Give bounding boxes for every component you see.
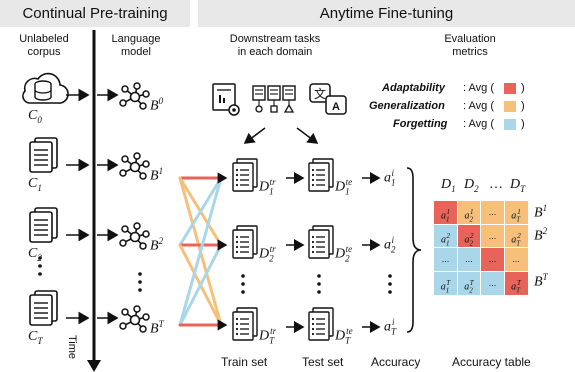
accuracy-symbol-1: a1i [384, 168, 396, 188]
corpus-doc-icon-1 [29, 137, 58, 173]
svg-text:文: 文 [314, 86, 326, 101]
model-symbol-0: B0 [150, 96, 164, 114]
accuracy-symbol-3: aTi [384, 317, 397, 337]
model-symbol-2: B2 [150, 236, 164, 254]
model-ellipsis [138, 272, 142, 292]
corpus-doc-icon-2 [29, 207, 58, 243]
train-symbol-1: D1tr [259, 177, 276, 197]
test-symbol-1: D1te [335, 177, 353, 197]
table-cell: a2T [456, 270, 482, 296]
metric-adaptability-close: ) [521, 82, 525, 94]
brace [406, 167, 422, 333]
legend-swatch-orange [504, 101, 516, 112]
metric-generalization: Generalization [369, 100, 445, 112]
table-cell: aT2 [503, 223, 529, 249]
network-icon-0 [119, 82, 150, 110]
table-row-header-1: B1 [534, 203, 548, 221]
header-anytime-finetuning: Anytime Fine-tuning [198, 0, 575, 27]
table-cell: ... [480, 223, 505, 249]
dataset-ellipsis [241, 274, 392, 294]
svg-text:A: A [332, 101, 340, 113]
train-dataset-icon-1 [232, 158, 258, 192]
chart-settings-icon [212, 83, 240, 116]
corpus-symbol-3: CT [28, 329, 43, 346]
metric-forgetting: Forgetting [393, 118, 448, 130]
table-col-header-2: D2 [464, 177, 479, 194]
network-icon-2 [119, 222, 150, 250]
label-accuracy: Accuracy [371, 355, 421, 369]
model-symbol-1: B1 [150, 166, 164, 184]
label-train-set: Train set [221, 355, 268, 369]
finetune-connections [178, 176, 223, 327]
accuracy-symbol-2: a2i [384, 235, 396, 255]
network-icon-3 [119, 305, 150, 333]
corpus-ellipsis [38, 256, 42, 276]
table-cell: ... [480, 200, 505, 225]
network-icon-1 [119, 152, 150, 180]
table-cell: aTT [503, 270, 529, 296]
train-dataset-icon-2 [232, 225, 258, 259]
corpus-symbol-2: C2 [28, 246, 42, 263]
table-cell: ... [480, 270, 505, 296]
table-cell: a11 [433, 200, 458, 225]
legend-swatch-blue [504, 119, 516, 130]
corpus-doc-icon-3 [29, 290, 58, 326]
classification-icon [252, 85, 296, 113]
metric-generalization-avg: : Avg ( [463, 100, 494, 112]
train-symbol-3: DTtr [259, 326, 277, 346]
table-cell: a1T [433, 270, 458, 296]
table-cell: a12 [433, 223, 458, 249]
train-dataset-icon-3 [232, 307, 258, 341]
table-cell: a21 [456, 200, 482, 225]
metric-forgetting-close: ) [521, 118, 525, 130]
label-test-set: Test set [302, 355, 344, 369]
metric-forgetting-avg: : Avg ( [463, 118, 494, 130]
legend-swatch-red [504, 83, 516, 94]
table-col-header-1: D1 [441, 177, 456, 194]
table-cell: ... [433, 247, 458, 272]
table-row-header-4: BT [534, 272, 548, 290]
corpus-symbol-1: C1 [28, 176, 42, 193]
cloud-database-icon [22, 72, 69, 104]
translate-icon: 文 A [309, 83, 347, 115]
table-cell: aT1 [503, 200, 529, 225]
train-symbol-2: D2tr [259, 244, 276, 264]
table-cell: a22 [456, 223, 482, 249]
test-dataset-icon-1 [308, 158, 334, 192]
table-cell: ... [456, 247, 482, 272]
metric-adaptability-avg: : Avg ( [463, 82, 494, 94]
corpus-symbol-0: C0 [28, 108, 42, 125]
metric-adaptability: Adaptability [382, 82, 445, 94]
table-row-header-2: B2 [534, 226, 548, 244]
table-col-header-4: DT [510, 177, 526, 194]
time-label: Time [66, 335, 78, 360]
model-symbol-3: BT [150, 319, 164, 337]
table-cell: ... [503, 247, 529, 272]
header-continual-pretraining: Continual Pre-training [0, 0, 190, 27]
test-symbol-2: D2te [335, 244, 353, 264]
metric-generalization-close: ) [521, 100, 525, 112]
table-col-header-3: … [489, 177, 503, 192]
label-accuracy-table: Accuracy table [452, 355, 531, 369]
test-dataset-icon-2 [308, 225, 334, 259]
table-cell: ... [480, 247, 505, 272]
test-dataset-icon-3 [308, 307, 334, 341]
test-symbol-3: DTte [335, 326, 353, 346]
